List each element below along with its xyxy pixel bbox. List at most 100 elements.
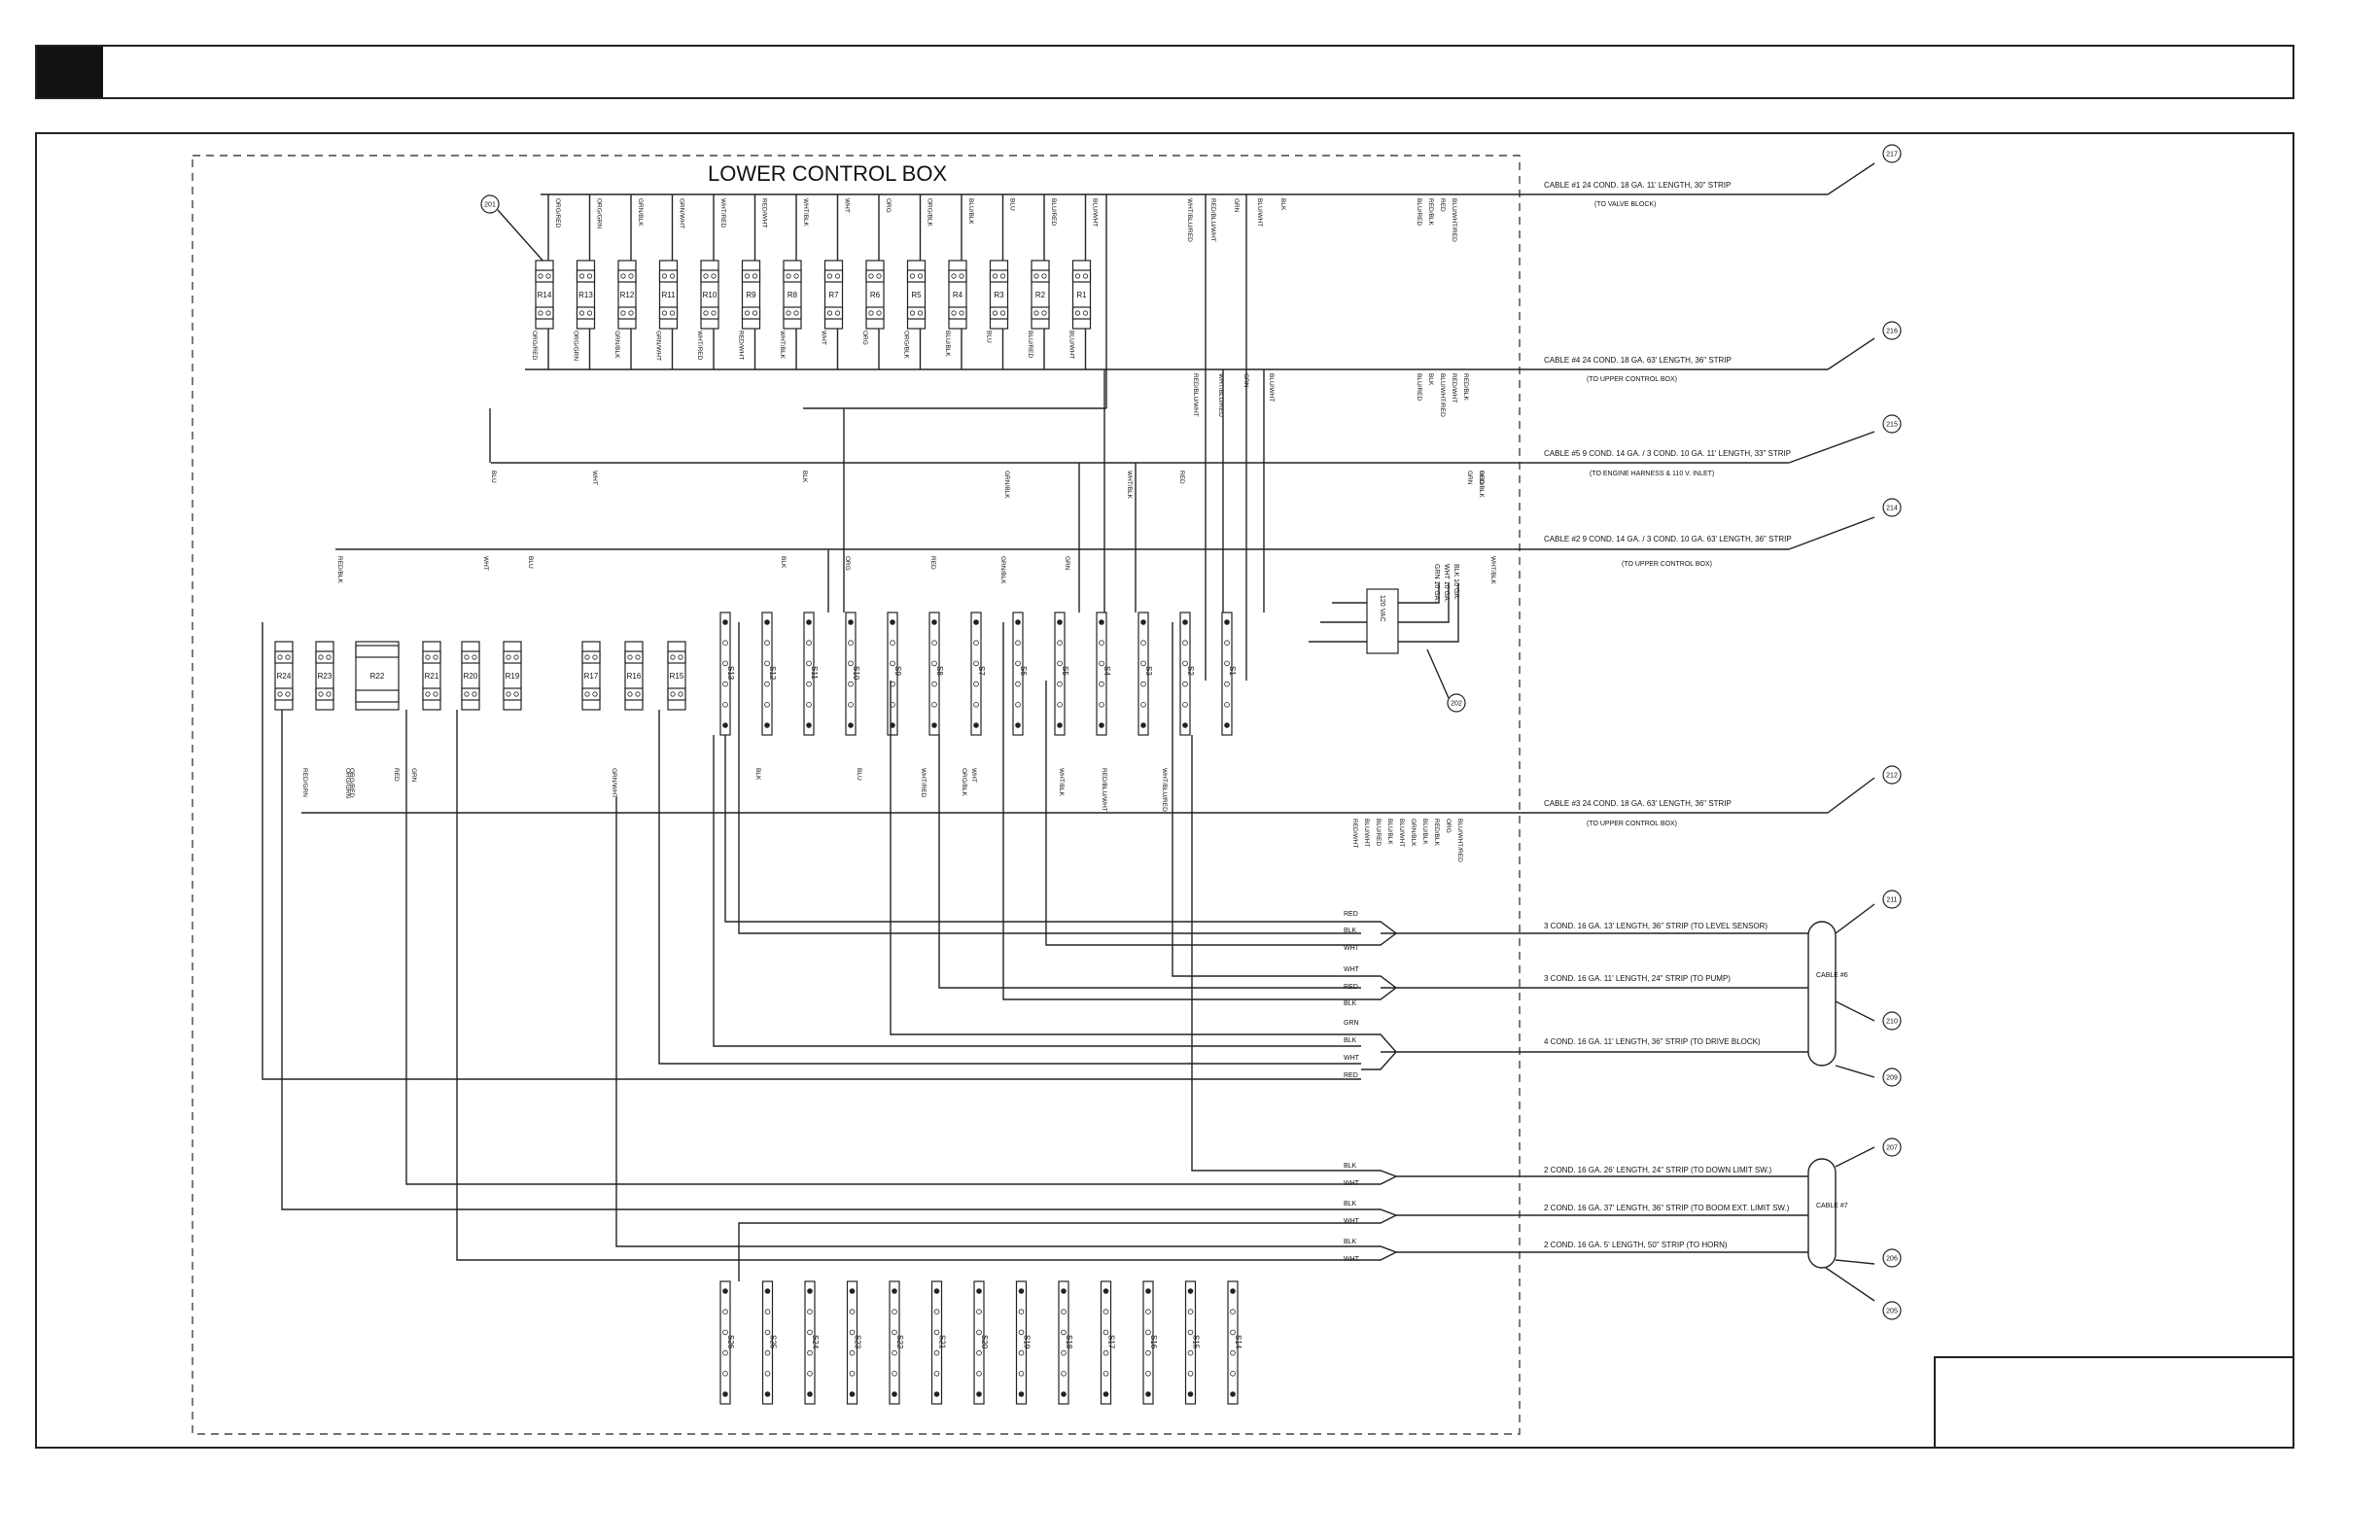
switch-terminal <box>1102 1391 1109 1397</box>
switch-terminal <box>976 1371 982 1377</box>
relay-r14: R14 <box>535 260 554 330</box>
wire-label: RED/BLK <box>1462 373 1469 401</box>
relay-terminal-bottom <box>741 306 761 320</box>
switch-label: S16 <box>1149 1335 1158 1349</box>
switch-terminal <box>764 640 770 646</box>
wire-route <box>890 681 1361 1035</box>
switch-terminal <box>1015 681 1021 687</box>
switch-terminal <box>931 722 937 728</box>
switch-terminal <box>848 619 854 625</box>
callout-circle <box>1882 498 1902 517</box>
cable-7-row-3: 2 COND. 16 GA. 5' LENGTH, 50" STRIP (TO … <box>1544 1241 1728 1249</box>
relay-label: R8 <box>788 291 798 299</box>
cable-6-row-3: 4 COND. 16 GA. 11' LENGTH, 36" STRIP (TO… <box>1544 1037 1761 1046</box>
switch-terminal <box>1057 722 1063 728</box>
switch-label: S11 <box>810 666 819 680</box>
relay-pin <box>635 654 641 660</box>
relay-pin <box>326 654 332 660</box>
switch-terminal <box>1061 1349 1067 1356</box>
switch-terminal <box>1015 640 1021 646</box>
switch-terminal <box>722 1329 728 1336</box>
switch-terminal <box>764 1349 771 1356</box>
switch-terminal <box>1057 660 1063 667</box>
relay-pin <box>513 691 519 697</box>
relay-terminal-top <box>422 650 441 664</box>
wire-label: GRN <box>1064 556 1070 571</box>
switch-terminal <box>1187 1309 1194 1314</box>
lower-control-box-outline <box>192 155 1521 1435</box>
relay-pin <box>703 310 709 316</box>
relay-lower-wire-label: ORG/RED <box>531 331 538 361</box>
relay-label: R20 <box>464 672 478 681</box>
callout-circle <box>1882 321 1902 340</box>
relay-r6: R6 <box>865 260 885 330</box>
leader-201 <box>497 209 545 263</box>
switch-s6: S6 <box>1012 612 1028 736</box>
wire-route <box>615 797 1361 1247</box>
relay-pin <box>1074 310 1081 316</box>
switch-terminal <box>892 1329 897 1336</box>
relay-terminal-bottom <box>422 687 441 701</box>
switch-terminal <box>1057 681 1063 687</box>
switch-terminal <box>807 1391 813 1397</box>
switch-terminal <box>849 1329 856 1336</box>
wire-label: GRN/BLK <box>1410 819 1417 847</box>
switch-s9: S9 <box>887 612 902 736</box>
switch-terminal <box>807 1288 813 1294</box>
relay-r10: R10 <box>700 260 719 330</box>
relay-upper-wire-label: BLU/RED <box>1050 198 1057 226</box>
wire-label: BLU <box>527 556 534 569</box>
callout-number: 207 <box>1886 1145 1898 1152</box>
switch-label: S9 <box>893 666 902 676</box>
switch-terminal <box>806 722 812 728</box>
outlet-120vac: 120 VAC GRN 10 GA. WHT 10 GA. BLK 10 GA. <box>1309 564 1459 654</box>
switch-terminal <box>1102 1309 1109 1314</box>
wire-label: BLU <box>490 471 497 483</box>
switch-terminal <box>848 640 854 646</box>
relay-lower-wire-label: GRN/BLK <box>613 331 620 359</box>
wire-route <box>658 710 1361 1065</box>
cable-212-desc: CABLE #3 24 COND. 18 GA. 63' LENGTH, 36"… <box>1544 799 1732 808</box>
switch-terminal <box>976 1349 982 1356</box>
harness-drive-block: GRN BLK WHT RED <box>1344 1020 1397 1079</box>
title-block-box <box>1934 1356 2294 1449</box>
relay-terminal-top <box>535 269 554 283</box>
relay-pin <box>586 310 593 316</box>
relay-pin <box>999 273 1006 279</box>
switch-terminal <box>1224 701 1230 708</box>
relay-pin <box>834 273 841 279</box>
switch-terminal <box>1057 701 1063 708</box>
switch-terminal <box>1224 681 1230 687</box>
switch-body <box>1012 612 1024 736</box>
relay-upper-wire-label: ORG <box>885 198 892 213</box>
relay-terminal-top <box>617 269 637 283</box>
wire-route <box>724 735 1361 923</box>
relay-upper-wire-label: RED/WHT <box>761 198 768 228</box>
relay-terminal-top <box>355 645 400 658</box>
relay-pin <box>786 310 791 316</box>
relay-pin <box>661 310 668 316</box>
relay-pin <box>992 273 998 279</box>
relay-label: R11 <box>661 291 676 299</box>
switch-s20: S20 <box>973 1280 989 1405</box>
switch-terminal <box>722 1371 728 1377</box>
switch-label: S22 <box>895 1335 904 1349</box>
harness-boom-ext: BLK WHT <box>1344 1201 1398 1225</box>
switch-s13: S13 <box>719 612 735 736</box>
switch-s7: S7 <box>970 612 986 736</box>
callout-217: 217 <box>1882 144 1902 163</box>
relay-terminal-bottom <box>700 306 719 320</box>
switch-terminal <box>1102 1349 1109 1356</box>
switch-terminal <box>1015 660 1021 667</box>
switch-terminal <box>1187 1349 1194 1356</box>
switch-terminal <box>807 1371 813 1377</box>
switch-terminal <box>764 619 770 625</box>
switch-terminal <box>764 1329 771 1336</box>
wire-route <box>1191 735 1361 1172</box>
relay-terminal-top <box>989 269 1009 283</box>
switch-body <box>1096 612 1107 736</box>
switch-terminal <box>1230 1288 1236 1294</box>
wire-route <box>938 735 1361 989</box>
switch-terminal <box>1099 660 1104 667</box>
